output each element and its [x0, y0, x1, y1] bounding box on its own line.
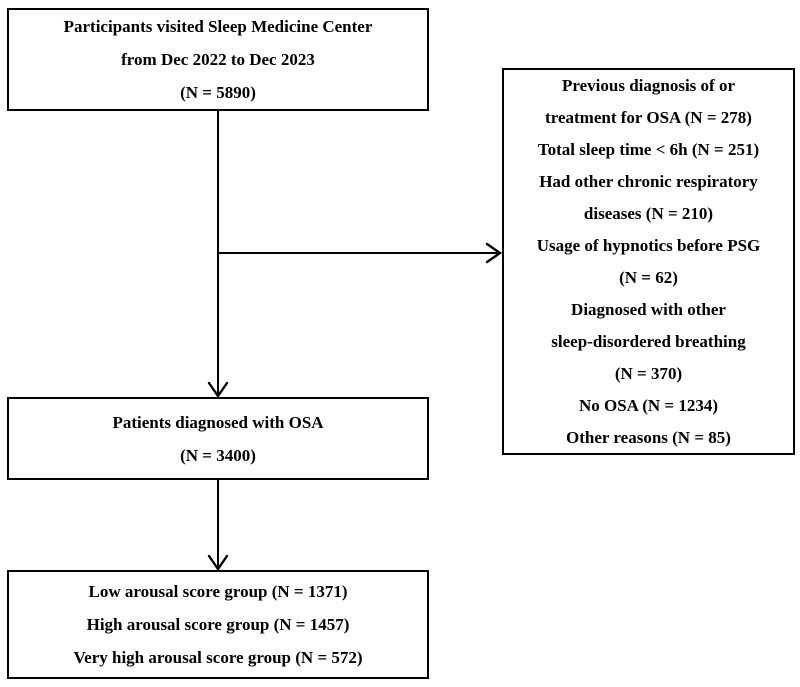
box-text-line: No OSA (N = 1234): [578, 395, 719, 415]
box-text-line: High arousal score group (N = 1457): [86, 615, 350, 634]
box-text-line: sleep-disordered breathing: [551, 331, 746, 351]
box-text-line: Patients diagnosed with OSA: [112, 412, 324, 432]
box-text-line: Very high arousal score group (N = 572): [73, 648, 363, 667]
box-text-line: Diagnosed with other: [571, 299, 726, 319]
box-text-line: from Dec 2022 to Dec 2023: [121, 50, 315, 69]
exclusion-reasons-box: Previous diagnosis of or treatment for O…: [502, 68, 795, 455]
patients-diagnosed-box: Patients diagnosed with OSA (N = 3400): [7, 397, 429, 480]
box-text-line: Had other chronic respiratory: [539, 171, 758, 191]
box-text-line: Total sleep time < 6h (N = 251): [537, 139, 760, 159]
box-text-line: (N = 5890): [180, 83, 256, 102]
box-text-line: (N = 3400): [180, 445, 256, 465]
box-text-line: (N = 370): [614, 363, 683, 383]
box-text-line: (N = 62): [619, 267, 678, 287]
box-text-line: Other reasons (N = 85): [566, 427, 731, 447]
participants-visited-box: Participants visited Sleep Medicine Cent…: [7, 8, 429, 111]
box-text-line: Low arousal score group (N = 1371): [88, 582, 348, 601]
box-text-line: diseases (N = 210): [583, 203, 714, 223]
box-text-line: Usage of hypnotics before PSG: [536, 235, 761, 255]
box-text-line: Previous diagnosis of or: [561, 75, 735, 95]
box-text-line: Participants visited Sleep Medicine Cent…: [63, 17, 373, 36]
arrow-diagnosed-to-groups: [207, 480, 229, 572]
arrow-branch-to-exclusions: [218, 242, 503, 264]
arrow-participants-to-diagnosed: [207, 111, 229, 399]
box-text-line: treatment for OSA (N = 278): [545, 107, 752, 127]
arousal-score-groups-box: Low arousal score group (N = 1371) High …: [7, 570, 429, 679]
